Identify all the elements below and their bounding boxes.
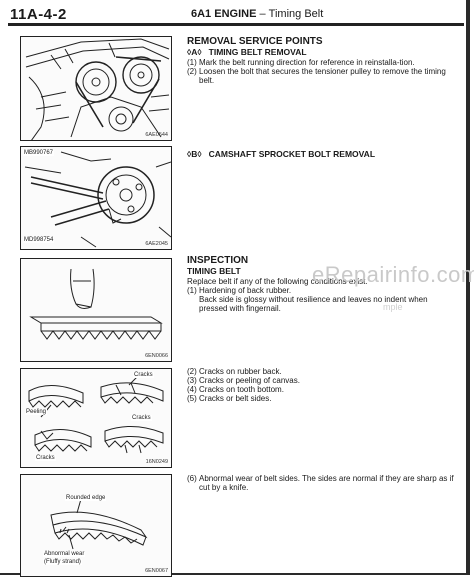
figure-camshaft-sprocket: MB990767 MD998754 6AE2045 [20, 146, 172, 250]
header-rule [8, 23, 464, 26]
timing-belt-removal-title: ◊A◊ TIMING BELT REMOVAL [187, 48, 457, 57]
subject-label: Timing Belt [268, 8, 324, 20]
label-rounded-edge: Rounded edge [65, 495, 107, 501]
engine-label: 6A1 ENGINE [191, 8, 257, 20]
list-item: (2) Loosen the bolt that secures the ten… [187, 67, 457, 85]
figure-code: 6AE0544 [145, 132, 168, 138]
item-text: Cracks or belt sides. [199, 394, 272, 403]
item-text: Loosen the bolt that secures the tension… [199, 67, 446, 85]
watermark-site: eRepairinfo.com [312, 262, 474, 287]
section-number: 11A-4-2 [10, 6, 67, 23]
timing-belt-subheading: TIMING BELT [187, 266, 241, 276]
removal-a-label: TIMING BELT REMOVAL [208, 47, 307, 57]
inspection-item-6: (6) Abnormal wear of belt sides. The sid… [187, 474, 457, 492]
figure-belt-side-wear: Rounded edge Abnormal wear (Fluffy stran… [20, 474, 172, 577]
figure-timing-belt-engine: 6AE0544 [20, 36, 172, 141]
belt-wear-illustration [50, 498, 148, 550]
camshaft-removal-title: ◊B◊ CAMSHAFT SPROCKET BOLT REMOVAL [187, 150, 457, 159]
removal-section: REMOVAL SERVICE POINTS ◊A◊ TIMING BELT R… [187, 36, 457, 86]
item-number: (6) [187, 474, 197, 483]
page-title: 6A1 ENGINE – Timing Belt [191, 8, 323, 20]
label-cracks-right: Cracks [131, 415, 152, 421]
inspection-intro: Replace belt if any of the following con… [187, 277, 368, 286]
item-text: Hardening of back rubber. Back side is g… [199, 286, 457, 313]
inspection-section: INSPECTION TIMING BELT Replace belt if a… [187, 255, 457, 314]
list-item: (1) Hardening of back rubber. Back side … [187, 286, 457, 313]
list-item: (5) Cracks or belt sides. [187, 394, 457, 403]
figure-code: 6EN0067 [145, 568, 168, 574]
list-item: (6) Abnormal wear of belt sides. The sid… [187, 474, 457, 492]
item-text: Mark the belt running direction for refe… [199, 58, 415, 67]
list-item: (1) Mark the belt running direction for … [187, 58, 457, 67]
item-detail: Back side is glossy without resilience a… [199, 295, 428, 313]
item-number: (4) [187, 385, 197, 394]
removal-heading: REMOVAL SERVICE POINTS [187, 36, 323, 47]
label-cracks-top: Cracks [133, 372, 154, 378]
item-number: (5) [187, 394, 197, 403]
item-number: (3) [187, 376, 197, 385]
figure-code: 6EN0066 [145, 353, 168, 359]
tool-label-top: MB990767 [23, 150, 55, 156]
tool-label-bottom: MD998754 [23, 237, 55, 243]
marker-b: ◊B◊ [187, 149, 202, 159]
figure-back-rubber-check: 6EN0066 [20, 258, 172, 362]
item-text: Cracks or peeling of canvas. [199, 376, 300, 385]
list-item: (2) Cracks on rubber back. [187, 367, 457, 376]
item-number: (2) [187, 67, 197, 76]
label-cracks-bottom: Cracks [35, 455, 56, 461]
watermark-sample: mple [383, 302, 403, 312]
removal-b-label: CAMSHAFT SPROCKET BOLT REMOVAL [208, 149, 376, 159]
item-text: Cracks on tooth bottom. [199, 385, 284, 394]
page-header: 11A-4-2 6A1 ENGINE – Timing Belt [8, 6, 464, 26]
engine-illustration [25, 38, 170, 140]
finger-belt-illustration [29, 268, 163, 340]
item-main: Hardening of back rubber. [199, 286, 292, 295]
item-text: Abnormal wear of belt sides. The sides a… [199, 474, 454, 492]
label-abnormal-wear: Abnormal wear [43, 551, 86, 557]
list-item: (4) Cracks on tooth bottom. [187, 385, 457, 394]
item-number: (2) [187, 367, 197, 376]
marker-a: ◊A◊ [187, 47, 202, 57]
label-fluffy-strand: (Fluffy strand) [43, 559, 82, 565]
camshaft-removal-section: ◊B◊ CAMSHAFT SPROCKET BOLT REMOVAL [187, 150, 457, 159]
title-dash: – [259, 8, 266, 20]
item-number: (1) [187, 286, 197, 295]
figure-code: 16N0249 [145, 459, 168, 465]
sprocket-illustration [24, 151, 171, 248]
inspection-items-2-5: (2) Cracks on rubber back. (3) Cracks or… [187, 367, 457, 403]
list-item: (3) Cracks or peeling of canvas. [187, 376, 457, 385]
label-peeling: Peeling [25, 409, 48, 415]
figure-code: 6AE2045 [145, 241, 168, 247]
figure-belt-cracks: Cracks Peeling Cracks Cracks 16N0249 [20, 368, 172, 468]
inspection-heading: INSPECTION [187, 255, 249, 266]
item-text: Cracks on rubber back. [199, 367, 282, 376]
item-number: (1) [187, 58, 197, 67]
